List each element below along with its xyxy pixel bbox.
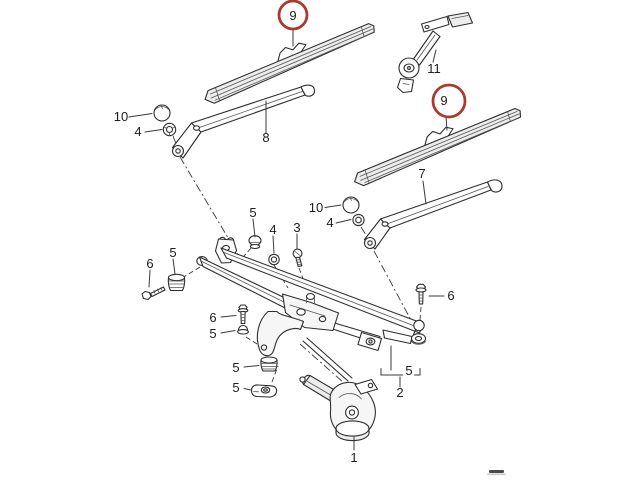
group-bracket-5-2	[380, 345, 421, 388]
linkage-frame-part2	[196, 236, 427, 382]
part-callout-11: 11	[427, 61, 441, 76]
bolt-part6-left	[141, 286, 166, 301]
nut-part4-left	[162, 122, 177, 137]
nut-part4-center	[268, 253, 280, 266]
bolt-part6-mid	[237, 304, 249, 325]
part-callout-8: 8	[262, 130, 269, 145]
part-callout-5: 5	[209, 326, 216, 341]
wiper-arm-bearing-part11	[396, 11, 474, 94]
cap-part10-left	[153, 104, 171, 122]
wiper-arm-right	[363, 179, 503, 250]
wiper-motor-part1	[299, 374, 379, 442]
part-callout-1: 1	[350, 450, 357, 465]
part-callout-5: 5	[405, 363, 412, 378]
leader-lines	[128, 28, 448, 451]
part-callout-5: 5	[169, 245, 176, 260]
part-callout-5: 5	[249, 205, 256, 220]
part-callout-2: 2	[396, 385, 403, 400]
grommet-part5-center	[248, 235, 262, 250]
part-callout-4: 4	[326, 215, 333, 230]
part-callout-5: 5	[232, 380, 239, 395]
highlight-circle	[277, 0, 309, 31]
nut-part5-mid	[237, 324, 249, 335]
part-callout-4: 4	[269, 222, 276, 237]
part-callout-5: 5	[232, 360, 239, 375]
grommet-part5-left	[167, 273, 186, 292]
wiper-blade-left	[204, 23, 375, 104]
wiper-blade-right	[354, 107, 522, 187]
bolt-part6-right	[415, 283, 427, 305]
highlight-circle	[431, 83, 467, 119]
part-callout-6: 6	[447, 288, 454, 303]
part-callout-6: 6	[146, 256, 153, 271]
cap-part10-right	[342, 196, 360, 214]
part-callout-4: 4	[134, 124, 141, 139]
part-callout-6: 6	[209, 310, 216, 325]
part-callout-9: 9	[289, 8, 296, 23]
artifact-dash	[487, 470, 506, 476]
part-callout-3: 3	[293, 220, 300, 235]
nut-part4-right	[352, 213, 365, 227]
screw-part3	[292, 248, 303, 268]
part-callout-9: 9	[440, 93, 447, 108]
grommet-part5-lower	[260, 356, 278, 372]
wiper-arm-left	[171, 84, 316, 159]
part-callout-7: 7	[418, 166, 425, 181]
clip-part5-lower	[250, 384, 278, 398]
part-callout-10: 10	[309, 200, 323, 215]
part-callout-10: 10	[114, 109, 128, 124]
